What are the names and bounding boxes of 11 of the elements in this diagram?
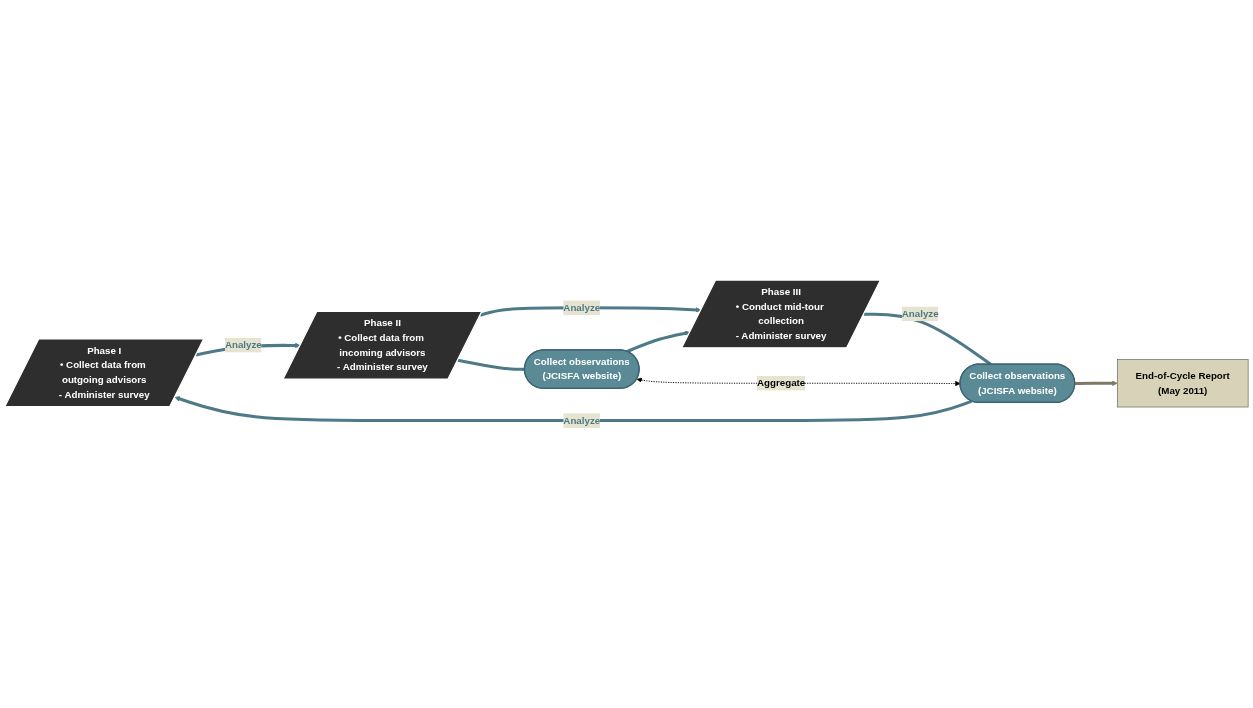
node-box: End-of-Cycle Report (May 2011)	[1116, 359, 1249, 408]
edge-label: Analyze	[563, 415, 601, 426]
edge-label: Analyze	[901, 308, 939, 319]
arrow	[1074, 380, 1118, 386]
arrow	[174, 396, 973, 423]
edge-label: Analyze	[563, 302, 601, 313]
connector	[863, 312, 992, 366]
connector	[457, 358, 525, 371]
edge-label: Analyze	[224, 339, 262, 351]
edge-label: Aggregate	[756, 377, 806, 389]
arrow	[626, 330, 691, 353]
